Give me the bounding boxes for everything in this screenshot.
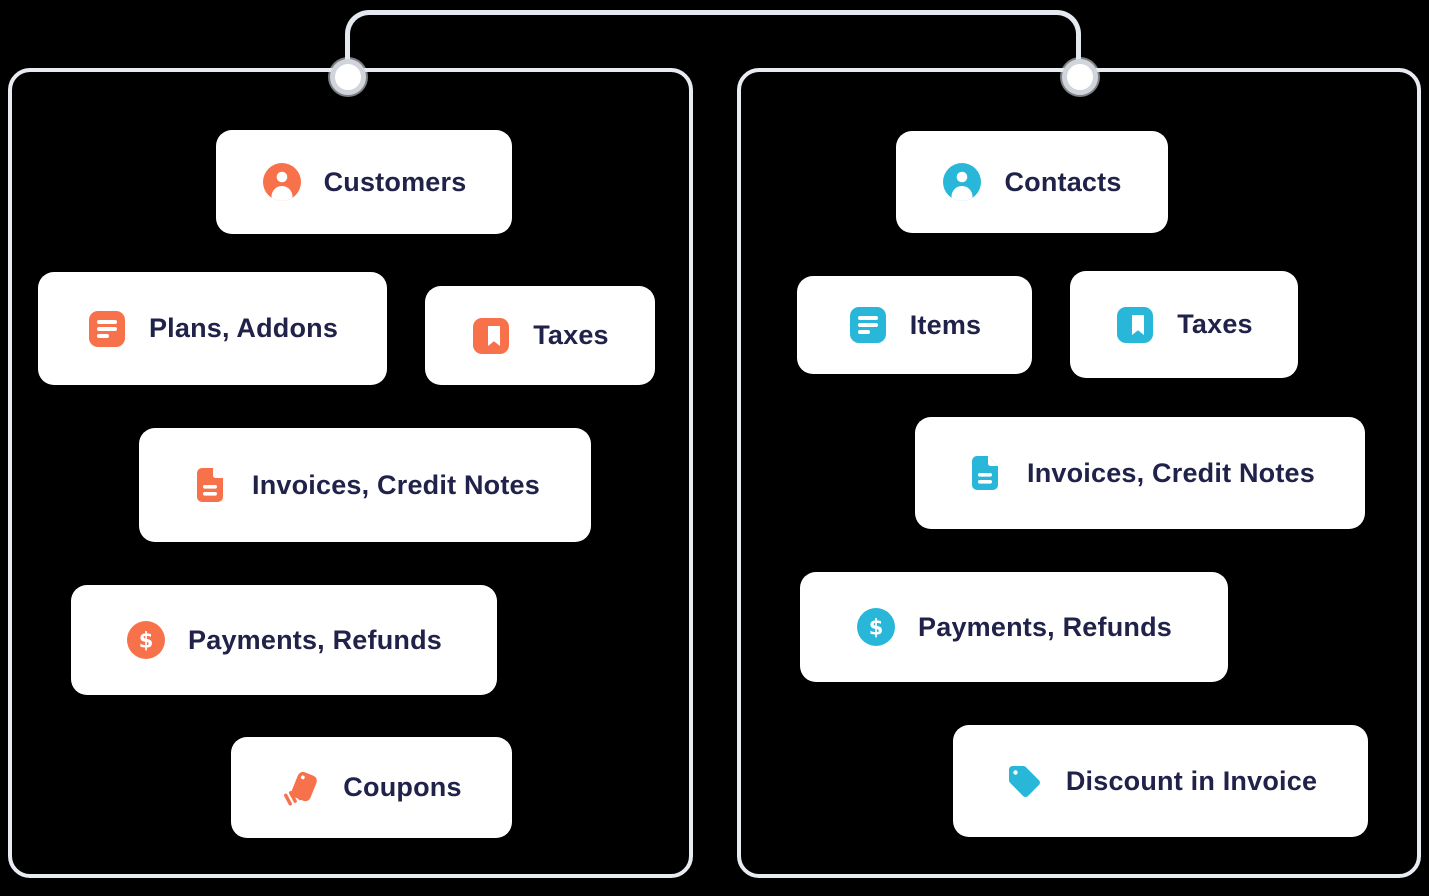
card-label: Taxes (1177, 309, 1253, 339)
card-items: Items (797, 276, 1032, 374)
card-label: Plans, Addons (148, 313, 339, 343)
dollar-icon: $ (126, 620, 166, 660)
card-label: Invoices, Credit Notes (1027, 457, 1315, 488)
dollar-icon: $ (856, 607, 896, 647)
card-taxes-right: Taxes (1070, 271, 1298, 378)
bookmark-icon (471, 316, 511, 356)
card-label: Customers (323, 166, 467, 197)
card-label: Invoices, Credit Notes (252, 469, 540, 500)
document-icon (965, 453, 1005, 493)
card-invoices-credit-notes-right: Invoices, Credit Notes (915, 417, 1365, 529)
card-label: Taxes (533, 320, 609, 350)
bookmark-icon (1115, 305, 1155, 345)
card-label: Coupons (343, 772, 462, 802)
card-label: Payments, Refunds (188, 624, 442, 655)
tags-icon (281, 768, 321, 808)
user-icon (942, 162, 982, 202)
card-plans-addons: Plans, Addons (38, 272, 387, 385)
connector-bracket (345, 10, 1081, 74)
card-contacts: Contacts (896, 131, 1168, 233)
card-invoices-credit-notes-left: Invoices, Credit Notes (139, 428, 591, 542)
right-panel-pin (1062, 59, 1098, 95)
card-payments-refunds-left: $ Payments, Refunds (71, 585, 497, 695)
card-customers: Customers (216, 130, 512, 234)
card-label: Contacts (1004, 166, 1122, 197)
list-icon (848, 305, 888, 345)
svg-text:$: $ (869, 616, 884, 640)
list-icon (87, 309, 127, 349)
card-taxes-left: Taxes (425, 286, 655, 385)
card-discount-in-invoice: Discount in Invoice (953, 725, 1368, 837)
card-label: Items (909, 309, 982, 340)
left-panel-pin (330, 59, 366, 95)
card-label: Payments, Refunds (918, 611, 1172, 642)
user-icon (262, 162, 302, 202)
svg-text:$: $ (139, 629, 154, 653)
card-coupons: Coupons (231, 737, 512, 838)
card-payments-refunds-right: $ Payments, Refunds (800, 572, 1228, 682)
tag-icon (1004, 761, 1044, 801)
document-icon (190, 465, 230, 505)
card-label: Discount in Invoice (1065, 765, 1318, 796)
